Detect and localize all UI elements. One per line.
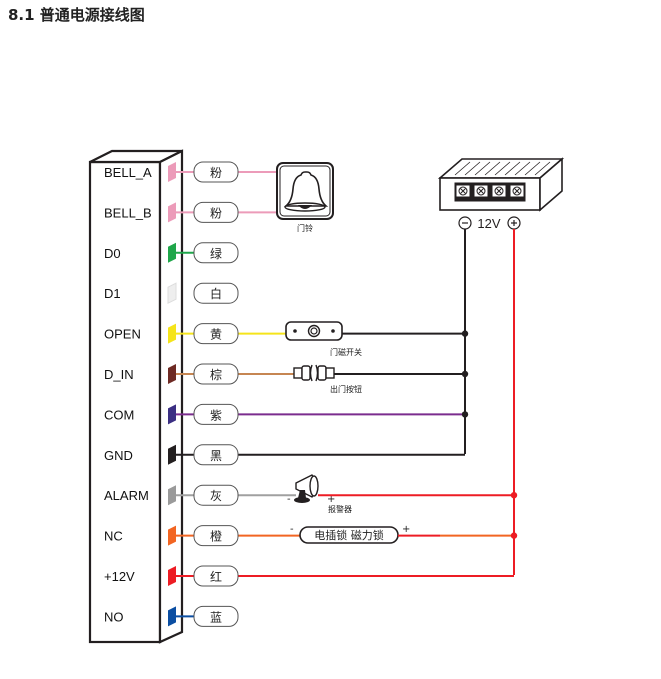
wire-color-pill [193,605,239,627]
lock-minus: - [290,524,294,535]
exit-button-icon: 出门按钮 [293,364,362,394]
terminal-label: NO [104,609,124,624]
terminal-row-alarm: ALARM 灰 [104,484,296,506]
terminal-label: D1 [104,286,121,301]
door-sensor-caption: 门磁开关 [330,347,362,357]
alarm-siren-icon: - + 报警器 [287,474,352,514]
terminal-color-tab [168,404,176,425]
junction-dot [461,330,469,337]
wire-color-pill [193,201,239,223]
wire-color-pill [193,161,239,183]
terminal-color-tab [168,444,176,465]
terminal-color-tab [168,525,176,546]
terminal-color-tab [168,202,176,223]
terminal-label: BELL_A [104,165,152,180]
wire-color-label: 橙 [210,529,222,544]
wire-color-pill [193,282,239,304]
wire-color-pill [193,403,239,425]
terminal-row-d1: D1 白 [104,282,239,305]
controller-box [88,149,184,644]
terminal-color-tab [168,162,176,182]
terminal-row-com: COM 紫 [104,403,465,425]
terminal-label: D0 [104,246,121,261]
psu-vent-line [474,161,491,176]
junction-dot [510,492,518,499]
alarm-caption: 报警器 [328,504,352,514]
power-supply-icon: 12V [437,157,565,231]
terminal-color-tab [168,323,176,344]
screw-cross [496,188,502,194]
junction-dot [461,411,469,418]
terminal-row-open: OPEN 黄 [104,323,286,345]
terminal-color-tab [168,242,176,263]
wire-color-label: 紫 [210,408,222,422]
psu-vent-line [504,161,521,176]
terminal-label: +12V [104,569,135,584]
terminal-color-tab [168,606,176,627]
terminal-label: BELL_B [104,205,152,220]
psu-vent-line [514,161,531,176]
wire-color-pill [193,484,239,506]
psu-vent-line [484,161,501,176]
psu-vent-line [454,161,471,176]
wire-color-label: 蓝 [210,610,222,624]
screw-cross [460,188,466,194]
terminal-label: GND [104,448,133,463]
wire-color-pill [193,363,239,385]
wire-color-pill [193,525,239,547]
junction-dot [510,532,518,539]
terminal-row-bell-b: BELL_B 粉 [104,201,277,223]
exit-button-caption: 出门按钮 [330,384,362,394]
terminal-row-d-in: D_IN 棕 [104,363,294,385]
alarm-minus: - [287,494,291,505]
lock-device: 电插锁 磁力锁 - + [290,524,410,544]
terminal-label: D_IN [104,367,134,382]
wire-color-label: 粉 [210,166,222,180]
wire-color-label: 黑 [210,449,222,463]
wire-color-label: 红 [210,569,222,584]
terminal-label: NC [104,529,123,544]
wire-color-label: 黄 [210,328,222,342]
wire-color-label: 灰 [210,489,222,503]
psu-vent-line [524,161,541,176]
alarm-plus: + [327,494,335,505]
terminal-row-d0: D0 绿 [104,242,239,264]
screw-cross [514,188,520,194]
wire-color-pill [193,242,239,264]
psu-vent-line [534,161,551,176]
terminal-color-tab [168,485,176,506]
doorbell-caption: 门铃 [297,223,313,233]
terminal-row-gnd: GND 黑 [104,444,465,466]
terminal-label: COM [104,407,134,422]
terminal-row-bell-a: BELL_A 粉 [104,161,277,183]
lock-caption: 电插锁 磁力锁 [314,528,384,542]
terminal-label: ALARM [104,488,149,503]
terminal-label: OPEN [104,327,141,342]
terminal-row--12v: +12V 红 [104,565,514,587]
wire-color-label: 白 [210,286,222,301]
wire-color-label: 绿 [210,246,222,261]
wire-color-pill [193,444,239,466]
psu-vent-line [464,161,481,176]
terminal-color-tab [168,566,176,586]
psu-vent-line [494,161,511,176]
terminal-row-no: NO 蓝 [104,605,239,627]
terminal-color-tab [167,282,177,305]
wire-color-label: 粉 [210,206,222,220]
doorbell-icon: 门铃 [276,162,334,233]
terminal-row-nc: NC 橙 [104,525,300,547]
screw-cross [478,188,484,194]
wire-color-pill [193,323,239,345]
lock-plus: + [402,524,410,535]
wire-color-label: 棕 [210,367,222,382]
section-title: 8.1 普通电源接线图 [8,6,145,24]
terminal-color-tab [168,364,176,384]
wire-color-pill [193,565,239,587]
door-sensor-icon: 门磁开关 [285,321,362,357]
psu-voltage-label: 12V [477,216,500,231]
junction-dot [461,370,469,378]
